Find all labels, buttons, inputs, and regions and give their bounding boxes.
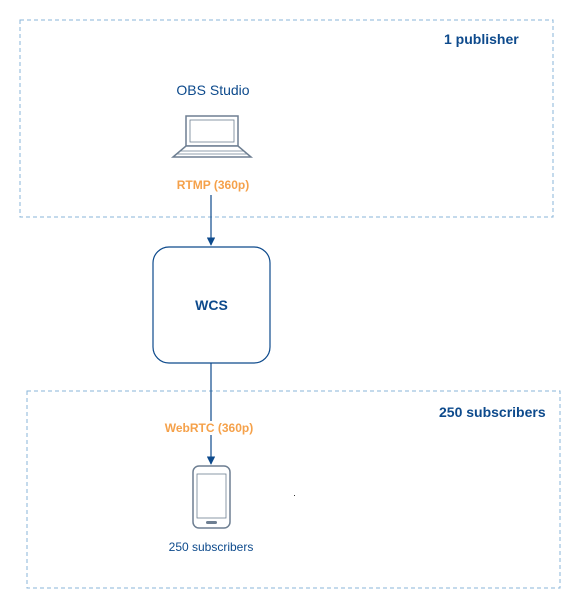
subscriber-device-label: 250 subscribers xyxy=(168,540,254,554)
stray-dot xyxy=(294,495,295,496)
laptop-icon xyxy=(170,115,254,158)
webrtc-edge-label: WebRTC (360p) xyxy=(159,421,259,435)
subscriber-group-box xyxy=(26,390,561,589)
obs-studio-label: OBS Studio xyxy=(176,82,250,98)
publisher-group-box xyxy=(19,19,554,218)
subscriber-group-label: 250 subscribers xyxy=(439,404,546,420)
smartphone-icon xyxy=(192,465,231,529)
wcs-label: WCS xyxy=(195,297,228,313)
rtmp-edge-label: RTMP (360p) xyxy=(174,178,252,192)
publisher-group-label: 1 publisher xyxy=(444,31,519,47)
